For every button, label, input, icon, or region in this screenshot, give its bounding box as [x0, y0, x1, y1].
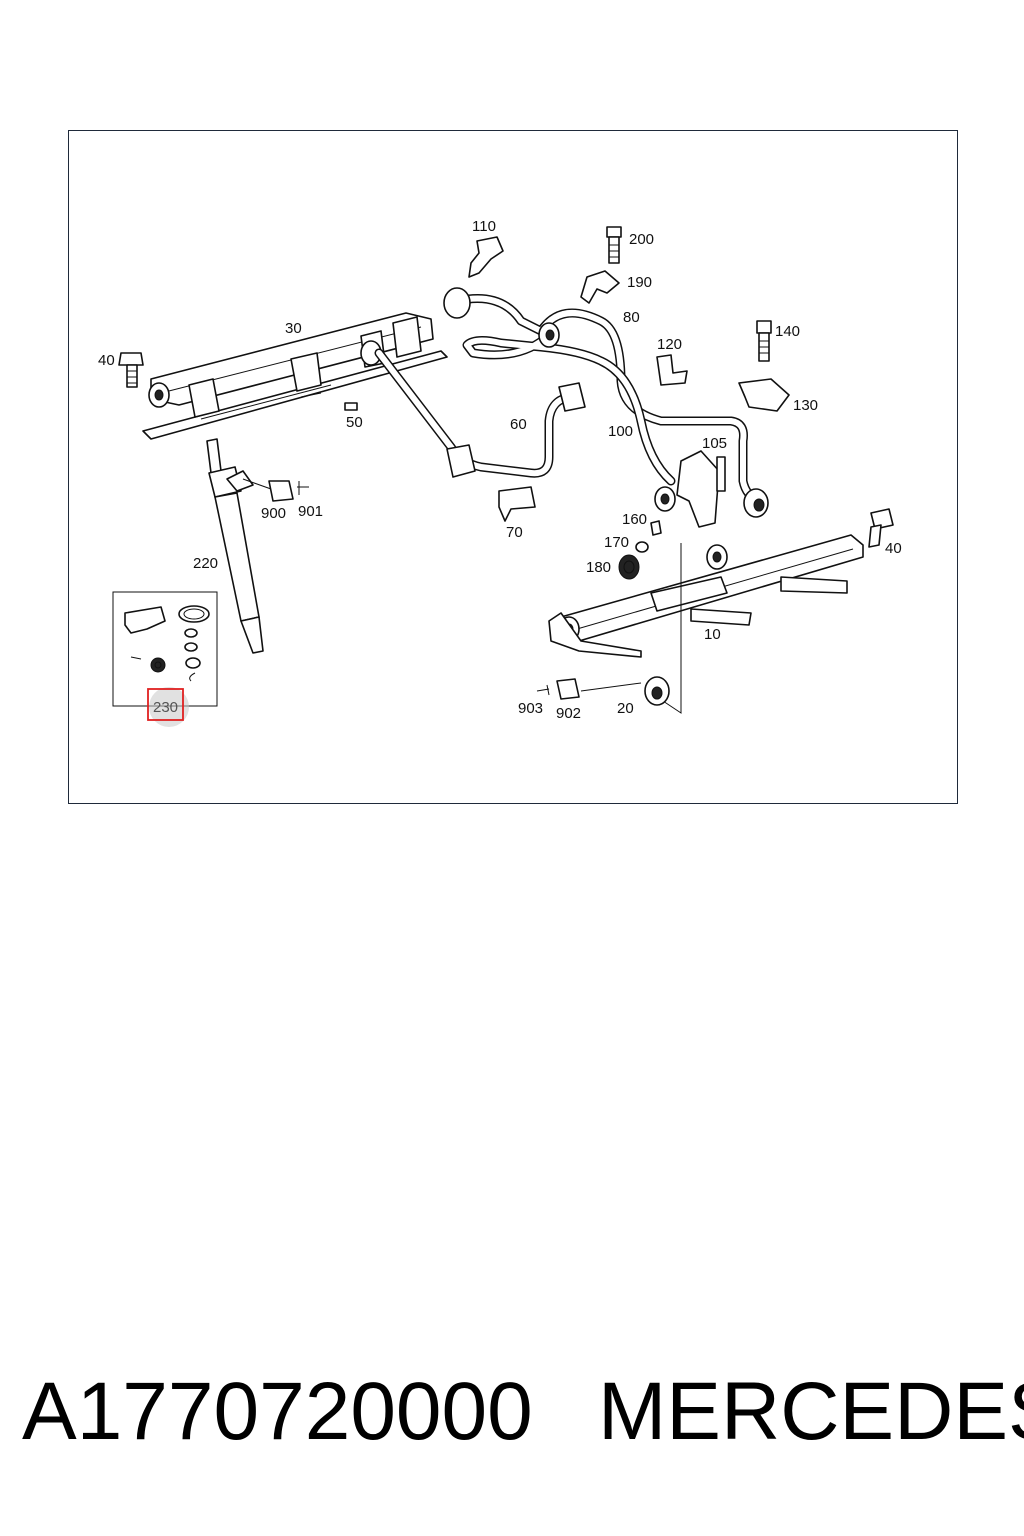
callout-230[interactable]: 230: [153, 699, 178, 716]
pin-901: [297, 481, 309, 495]
callout-130[interactable]: 130: [793, 397, 818, 414]
callout-105[interactable]: 105: [702, 435, 727, 452]
callout-120[interactable]: 120: [657, 336, 682, 353]
callout-902[interactable]: 902: [556, 705, 581, 722]
callout-901[interactable]: 901: [298, 503, 323, 520]
callout-50[interactable]: 50: [346, 414, 363, 431]
fuel-pipe-60: [374, 348, 586, 478]
bracket-105: [654, 450, 726, 528]
callout-110[interactable]: 110: [472, 218, 496, 235]
bracket-130: [738, 378, 790, 412]
connector-900: [268, 480, 294, 502]
callout-labels: 10 20 30 40 40 50 60 70 80 100 105 110 1…: [98, 218, 902, 722]
parts-diagram: 10 20 30 40 40 50 60 70 80 100 105 110 1…: [98, 218, 902, 727]
callout-200[interactable]: 200: [629, 231, 654, 248]
bolt-40-right: [868, 508, 894, 548]
left-fuel-rail-30: [142, 312, 448, 440]
callout-170[interactable]: 170: [604, 534, 629, 551]
footer: A1770720000 MERCEDES: [0, 1365, 1024, 1475]
cap-180: [618, 554, 640, 580]
bolt-140: [756, 320, 772, 362]
callout-100[interactable]: 100: [608, 423, 633, 440]
callout-80[interactable]: 80: [623, 309, 640, 326]
seal-160: [650, 520, 662, 536]
bracket-110: [468, 236, 504, 278]
callout-40-right[interactable]: 40: [885, 540, 902, 557]
parts-diagram-frame: 10 20 30 40 40 50 60 70 80 100 105 110 1…: [68, 130, 958, 804]
bolt-40-left: [118, 352, 144, 388]
bolt-200: [606, 226, 622, 264]
fuel-pipe-100: [462, 322, 676, 486]
clip-70: [498, 486, 536, 522]
callout-900[interactable]: 900: [261, 505, 286, 522]
pin-903: [536, 684, 550, 696]
seal-kit-230: [112, 591, 218, 707]
callout-180[interactable]: 180: [586, 559, 611, 576]
injector-220: [206, 438, 272, 654]
callout-30[interactable]: 30: [285, 320, 302, 337]
fitting-50: [344, 402, 358, 411]
callout-20[interactable]: 20: [617, 700, 634, 717]
callout-220[interactable]: 220: [193, 555, 218, 572]
callout-40-left[interactable]: 40: [98, 352, 115, 369]
callout-190[interactable]: 190: [627, 274, 652, 291]
connector-902: [556, 678, 580, 700]
brand-name: MERCEDES: [598, 1366, 1024, 1457]
callout-903[interactable]: 903: [518, 700, 543, 717]
right-fuel-rail-10: [548, 534, 864, 714]
clip-120: [656, 354, 688, 386]
part-number: A1770720000: [22, 1366, 533, 1457]
washer-170: [635, 541, 649, 553]
callout-70[interactable]: 70: [506, 524, 523, 541]
callout-160[interactable]: 160: [622, 511, 647, 528]
callout-10[interactable]: 10: [704, 626, 721, 643]
callout-60[interactable]: 60: [510, 416, 527, 433]
pressure-sensor-20: [580, 676, 670, 706]
callout-140[interactable]: 140: [775, 323, 800, 340]
clip-190: [580, 270, 620, 304]
callout-230-highlight[interactable]: 230: [147, 687, 189, 727]
